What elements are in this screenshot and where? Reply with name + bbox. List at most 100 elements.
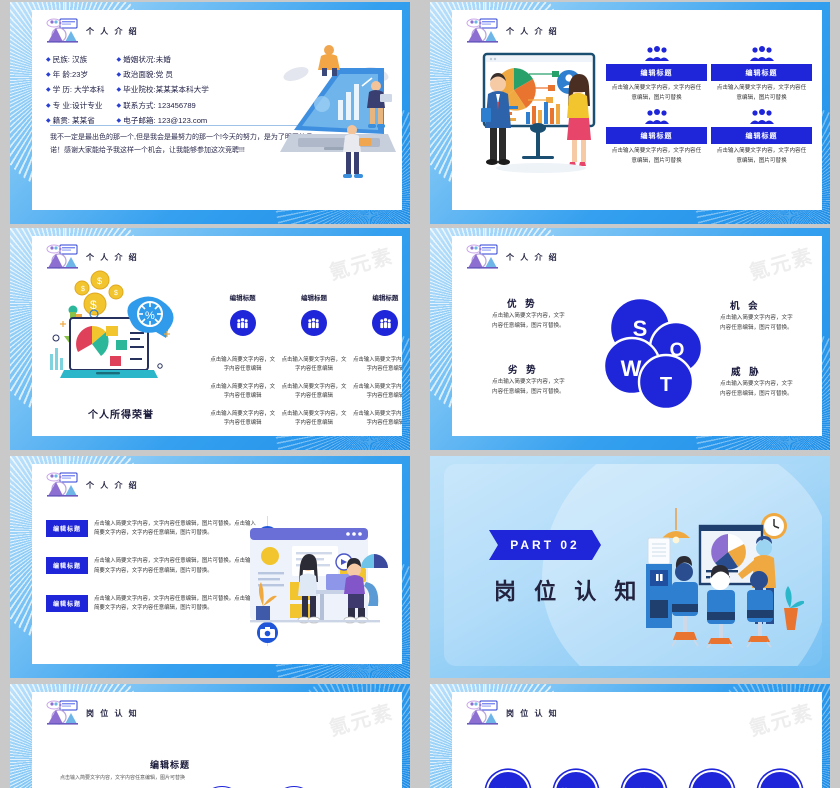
group-people-icon [606, 109, 707, 125]
slide-header: 个 人 介 绍 [466, 244, 559, 270]
ability-circle[interactable]: 运用力 [758, 770, 802, 788]
person-intro-illustration-icon [46, 244, 80, 270]
slide-header: 个 人 介 绍 [466, 18, 559, 44]
column-title: 编辑标题 [229, 295, 256, 302]
watermark-small: 氪元素 [361, 654, 388, 661]
info-text: 电子邮箱: 123@123.com [123, 115, 208, 125]
row-text: 点击输入简要文字内容，文字内容任意编辑 [281, 410, 347, 426]
three-people-circle-icon [300, 310, 327, 336]
bullet-diamond-icon: ◆ [116, 57, 122, 63]
part-title: 岗 位 认 知 [494, 579, 643, 604]
laptop-charts-coins-illustration: $ $ $ $ [48, 270, 213, 400]
four-cell-grid: 编辑标题 点击输入简要文字内容，文字内容任意编辑，图片可替换 编辑标题 点击输入… [606, 46, 812, 166]
text-row: 点击输入简要文字内容，文字内容任意编辑 点击输入简要文字内容，文字内容任意编辑 … [208, 383, 402, 401]
slide-card: 个 人 介 绍 ◆民族: 汉族 ◆年 龄:23岁 ◆学 历: 大学本科 ◆专 业… [32, 10, 402, 210]
cell-title: 编辑标题 [606, 127, 707, 144]
timeline-item[interactable]: 编辑标题 点击输入简要文字内容，文字内容任意编辑，图片可替换。点击输入简要文字内… [46, 557, 261, 575]
cell-title: 编辑标题 [711, 64, 812, 81]
text-row: 点击输入简要文字内容，文字内容任意编辑 点击输入简要文字内容，文字内容任意编辑 … [208, 356, 402, 374]
row-text: 点击输入简要文字内容，文字内容任意编辑 [352, 383, 402, 399]
person-intro-illustration-icon [466, 700, 500, 726]
info-text: 籍贯: 某某省 [52, 115, 95, 125]
row-text: 点击输入简要文字内容，文字内容任意编辑 [352, 357, 402, 372]
three-people-circle-icon [372, 310, 399, 336]
slide-thumbnail-8[interactable]: 岗 位 认 知 创新力 执行力 决策力 学习力 运用力 氪元素 [430, 684, 830, 788]
row-text: 点击输入简要文字内容，文字内容任意编辑 [281, 357, 347, 372]
swot-title-strength: 优 势 [507, 299, 538, 310]
swot-text-strength: 点击输入简要文字内容，文字内容任意编辑，图片可替换。 [492, 313, 565, 329]
info-text: 毕业院校:某某某本科大学 [123, 85, 209, 95]
column[interactable]: 编辑标题 [208, 292, 277, 336]
three-text-rows: 点击输入简要文字内容，文字内容任意编辑 点击输入简要文字内容，文字内容任意编辑 … [208, 356, 402, 436]
grid-cell[interactable]: 编辑标题 点击输入简要文字内容，文字内容任意编辑，图片可替换 [711, 109, 812, 166]
slide-card: 个 人 介 绍 [452, 10, 822, 210]
slide-header-title: 岗 位 认 知 [86, 708, 139, 718]
cell-text: 点击输入简要文字内容，文字内容任意编辑，图片可替换 [611, 85, 702, 101]
swot-text-threat: 点击输入简要文字内容，文字内容任意编辑，图片可替换。 [720, 381, 793, 397]
slide-thumbnail-7[interactable]: 岗 位 认 知 编辑标题 点击输入简要文字内容，文字内容任意编辑，图片可替换 氪… [10, 684, 410, 788]
info-item: ◆籍贯: 某某省 [46, 115, 105, 126]
bullet-diamond-icon: ◆ [116, 117, 122, 124]
slide-header-title: 个 人 介 绍 [86, 480, 139, 490]
slide-thumbnail-5[interactable]: 个 人 介 绍 编辑标题 点击输入简要文字内容，文字内容任意编辑，图片可替换。点… [10, 456, 410, 678]
svg-text:O: O [670, 340, 685, 361]
slide-card: 个 人 介 绍 $ $ $ $ [32, 236, 402, 436]
info-column-left: ◆民族: 汉族 ◆年 龄:23岁 ◆学 历: 大学本科 ◆专 业:设计专业 ◆籍… [46, 54, 105, 126]
info-item: ◆电子邮箱: 123@123.com [117, 115, 209, 126]
ability-circle[interactable]: 执行力 [554, 770, 598, 788]
group-people-icon [711, 109, 812, 125]
slide-thumbnail-6[interactable]: PART 02 岗 位 认 知 [430, 456, 830, 678]
grid-cell[interactable]: 编辑标题 点击输入简要文字内容，文字内容任意编辑，图片可替换 [606, 109, 707, 166]
slide-thumbnail-3[interactable]: 个 人 介 绍 $ $ $ $ [10, 228, 410, 450]
timeline-list: 编辑标题 点击输入简要文字内容，文字内容任意编辑，图片可替换。点击输入简要文字内… [46, 520, 261, 632]
timeline-item[interactable]: 编辑标题 点击输入简要文字内容，文字内容任意编辑，图片可替换。点击输入简要文字内… [46, 520, 261, 538]
slide-thumbnail-1[interactable]: 个 人 介 绍 ◆民族: 汉族 ◆年 龄:23岁 ◆学 历: 大学本科 ◆专 业… [10, 2, 410, 224]
slide-header-title: 个 人 介 绍 [506, 252, 559, 262]
meeting-room-people-illustration [614, 508, 806, 649]
info-text: 婚姻状况:未婚 [123, 55, 171, 64]
text-row: 点击输入简要文字内容，文字内容任意编辑 点击输入简要文字内容，文字内容任意编辑 … [208, 410, 402, 428]
slide-thumbnail-4[interactable]: 个 人 介 绍 优 势 点击输入简要文字内容，文字内容任意编辑，图片可替换。 机… [430, 228, 830, 450]
timeline-text: 点击输入简要文字内容，文字内容任意编辑，图片可替换。点击输入简要文字内容，文字内… [94, 595, 256, 611]
bullet-diamond-icon: ◆ [46, 117, 51, 124]
person-at-desk-browser-illustration [244, 524, 394, 634]
ability-circle[interactable]: 创新力 [486, 770, 530, 788]
info-item: ◆政治面貌:党 员 [117, 69, 209, 80]
three-people-circle-icon [229, 310, 256, 336]
svg-text:S: S [633, 316, 648, 341]
watermark: 氪元素 [326, 701, 397, 741]
grid-cell[interactable]: 编辑标题 点击输入简要文字内容，文字内容任意编辑，图片可替换 [711, 46, 812, 103]
ability-circle[interactable]: 学习力 [690, 770, 734, 788]
info-text: 政治面貌:党 员 [123, 70, 173, 80]
slide-header: 个 人 介 绍 [46, 472, 139, 498]
svg-text:T: T [660, 374, 672, 396]
info-item: ◆年 龄:23岁 [46, 69, 105, 80]
person-intro-illustration-icon [466, 18, 500, 44]
grid-cell[interactable]: 编辑标题 点击输入简要文字内容，文字内容任意编辑，图片可替换 [606, 46, 707, 103]
watermark-small: 氪元素 [361, 200, 388, 207]
row-text: 点击输入简要文字内容，文字内容任意编辑 [281, 383, 347, 399]
swot-text-weakness: 点击输入简要文字内容，文字内容任意编辑，图片可替换。 [492, 379, 565, 395]
slide-card: 岗 位 认 知 创新力 执行力 决策力 学习力 运用力 氪元素 [452, 692, 822, 788]
bullet-diamond-icon: ◆ [116, 87, 122, 94]
bullet-diamond-icon: ◆ [116, 72, 122, 79]
column[interactable]: 编辑标题 [351, 292, 402, 336]
slide-header: 岗 位 认 知 [466, 700, 559, 726]
slide-card: 岗 位 认 知 编辑标题 点击输入简要文字内容，文字内容任意编辑，图片可替换 氪… [32, 692, 402, 788]
info-text: 民族: 汉族 [52, 55, 88, 64]
part-number-badge: PART 02 [489, 530, 601, 560]
column[interactable]: 编辑标题 [279, 292, 348, 336]
presenters-with-whiteboard-illustration [466, 48, 616, 198]
column-title: 编辑标题 [300, 295, 327, 302]
person-intro-illustration-icon [46, 18, 80, 44]
group-people-icon [711, 46, 812, 62]
svg-text:$: $ [90, 298, 97, 312]
slide-thumbnail-2[interactable]: 个 人 介 绍 [430, 2, 830, 224]
watermark: 氪元素 [326, 245, 397, 285]
swot-title-opportunity: 机 会 [730, 301, 761, 312]
svg-text:$: $ [97, 276, 102, 286]
person-intro-illustration-icon [46, 472, 80, 498]
timeline-item[interactable]: 编辑标题 点击输入简要文字内容，文字内容任意编辑，图片可替换。点击输入简要文字内… [46, 594, 261, 613]
ability-circle[interactable]: 决策力 [622, 770, 666, 788]
